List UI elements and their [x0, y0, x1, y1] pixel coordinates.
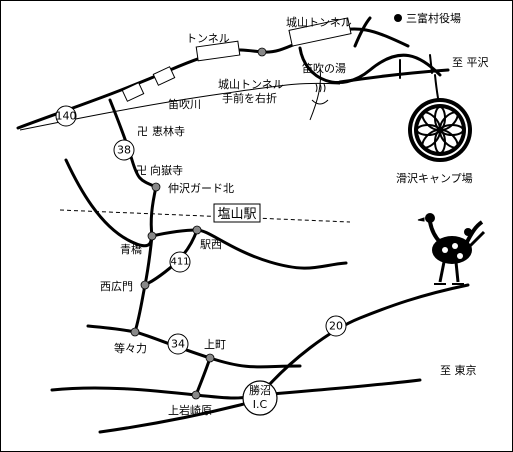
tunnel-2 [152, 66, 176, 86]
tunnel-1 [121, 82, 145, 102]
shield-411-label: 411 [170, 257, 189, 268]
turn-junction-dot [257, 47, 267, 57]
nakazawa-dot [151, 182, 161, 192]
keirinji-temple-icon: 卍 [137, 125, 148, 138]
onsen-icon [311, 83, 329, 105]
tunnel-3 [195, 40, 241, 62]
road-ekinishi-east [150, 228, 348, 270]
turn-instruction-line1: 城山トンネル [218, 78, 284, 91]
todoroki-dot [130, 327, 140, 337]
kamiiwasakihara-label: 上岩崎原 [168, 403, 212, 417]
shield-34 [167, 333, 189, 355]
shield-140-label: 140 [56, 110, 77, 123]
shield-38-label: 38 [117, 144, 131, 157]
road-fuefuki-loop [298, 46, 442, 85]
shield-34-label: 34 [171, 338, 185, 351]
road-route-411 [143, 228, 199, 287]
ekinishi-label: 駅西 [200, 238, 222, 251]
road-to-hirasawa [338, 68, 450, 84]
enzan-station-box [213, 203, 261, 223]
bird-illustration [417, 213, 486, 285]
tunnel-label: トンネル [186, 32, 230, 45]
road-lower-west [50, 386, 262, 400]
nakazawa-guard-label: 仲沢ガード北 [168, 181, 234, 195]
railway-line [59, 209, 351, 223]
keirinji-label: 恵林寺 [152, 124, 185, 138]
shield-38 [113, 139, 135, 161]
fuefuki-river-label: 笛吹川 [168, 97, 201, 111]
katsunuma-ic-label-1: 勝沼 [249, 383, 271, 397]
road-to-tokyo [258, 378, 422, 397]
junction-dots [130, 47, 267, 400]
shiroyama-tunnel-box [288, 17, 352, 47]
turn-instruction-line2: 手前を右折 [222, 91, 277, 105]
namesawa-camp-label: 滑沢キャンプ場 [396, 171, 473, 185]
road-to-camp [434, 74, 439, 99]
kamimachi-dot [205, 353, 215, 363]
road-kamimachi-south [194, 356, 212, 397]
aohashi-label: 青橋 [120, 242, 142, 256]
ekinishi-dot [192, 225, 202, 235]
shield-411 [169, 251, 191, 273]
spa-stream [309, 67, 321, 121]
aohashi-dot [147, 231, 157, 241]
fuefuki-spa-label: 笛吹の湯 [302, 61, 346, 75]
nishihiromon-label: 西広門 [100, 280, 133, 293]
kamiiwasakihara-dot [191, 390, 201, 400]
shield-20-label: 20 [329, 320, 343, 333]
katsunuma-ic-label-2: I.C [253, 398, 268, 411]
katsunuma-ic-marker [242, 380, 278, 416]
route-shields: 140 38 411 34 20 [55, 105, 347, 355]
shiroyama-tunnel-label: 城山トンネル [286, 16, 352, 29]
todoroki-label: 等々力 [114, 341, 147, 355]
mitomi-office-label: 三富村役場 [406, 11, 461, 25]
road-route-20 [258, 283, 470, 397]
shield-140 [55, 105, 77, 127]
road-spur-2 [429, 54, 433, 74]
kogokuji-label: 向嶽寺 [150, 163, 183, 177]
road-to-mitomi [353, 16, 372, 48]
to-hirasawa-label: 至 平沢 [452, 55, 489, 69]
shield-20 [325, 315, 347, 337]
nishihiromon-dot [140, 280, 150, 290]
to-tokyo-label: 至 東京 [440, 363, 477, 377]
enzan-station-label: 塩山駅 [217, 207, 256, 222]
road-route-38 [108, 98, 158, 189]
mitomi-office-dot [394, 14, 402, 22]
camp-rosette-icon [408, 98, 472, 162]
tunnels [121, 17, 352, 102]
kogokuji-temple-icon: 卍 [136, 164, 147, 177]
kamimachi-label: 上町 [204, 338, 226, 351]
road-route-140 [16, 27, 410, 130]
road-nakazawa-aohashi [149, 185, 158, 238]
